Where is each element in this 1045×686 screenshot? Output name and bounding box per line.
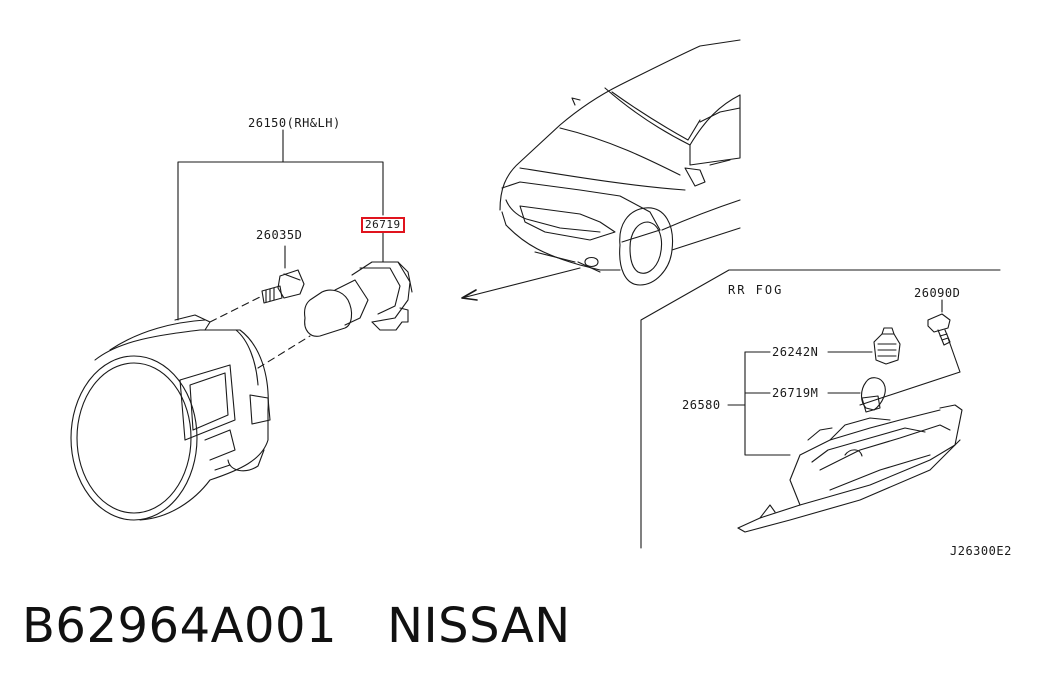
part-caption: B62964A001 NISSAN — [22, 598, 571, 654]
rear-fog-lamp-housing — [737, 404, 963, 533]
figure-code: J26300E2 — [950, 544, 1012, 558]
label-26035D: 26035D — [256, 228, 303, 242]
rear-section-border — [640, 269, 1001, 549]
bulb-26719-part — [303, 261, 413, 337]
parts-diagram — [70, 39, 1001, 549]
assembly-bracket-lines — [177, 129, 384, 321]
label-26150: 26150(RH&LH) — [248, 116, 341, 130]
vehicle-outline — [499, 39, 741, 286]
bulb-26719M-part — [860, 377, 886, 413]
label-26719-highlighted[interactable]: 26719 — [361, 217, 405, 233]
front-fog-lamp-housing — [70, 314, 271, 521]
socket-26242N-part — [873, 327, 901, 365]
label-rr-fog: RR FOG — [728, 283, 784, 297]
label-26719M: 26719M — [772, 386, 819, 400]
label-26242N: 26242N — [772, 345, 819, 359]
brand-name: NISSAN — [387, 598, 571, 654]
screw-26035D-part — [261, 269, 305, 304]
assembly-dashed-lines — [209, 295, 311, 369]
rear-screw-26090D-part — [927, 313, 951, 346]
part-number: B62964A001 — [22, 598, 338, 654]
location-arrow — [461, 267, 581, 301]
label-26090D: 26090D — [914, 286, 961, 300]
label-26580: 26580 — [682, 398, 721, 412]
rear-bracket-lines — [727, 299, 961, 456]
